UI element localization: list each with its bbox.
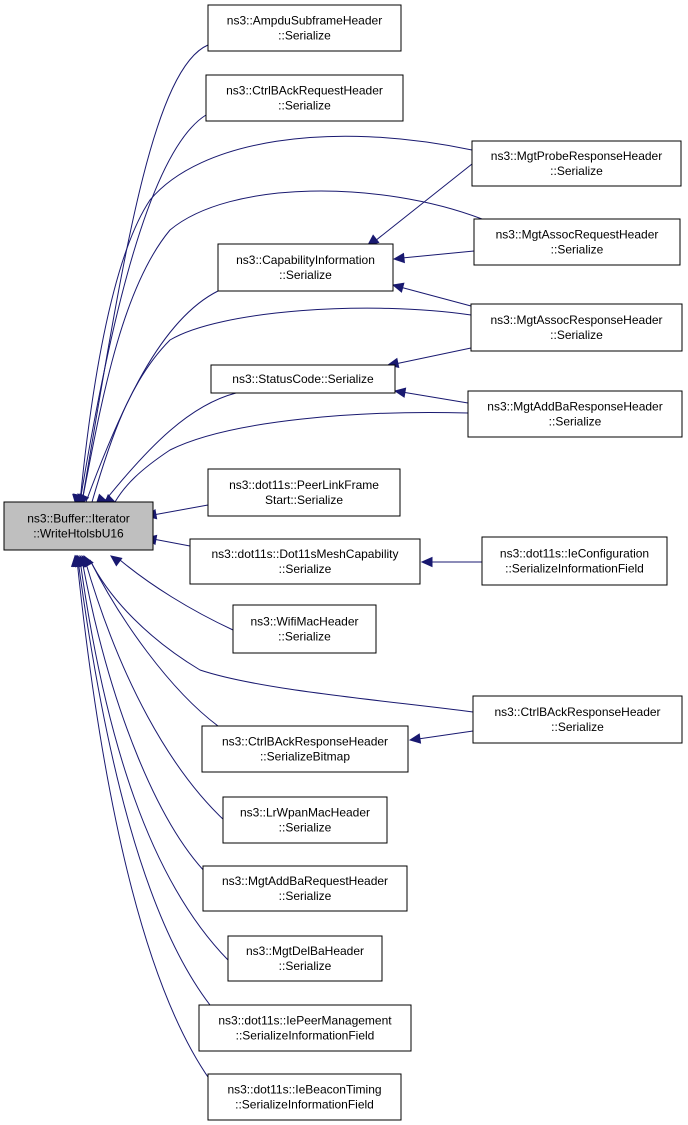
node-label: ns3::CapabilityInformation (236, 253, 375, 267)
node-ampdu[interactable]: ns3::AmpduSubframeHeader::Serialize (207, 4, 402, 52)
node-label: ::Serialize (279, 268, 332, 282)
arrowhead-icon (393, 387, 407, 398)
node-label: ::SerializeBitmap (260, 750, 350, 764)
node-label: ns3::MgtDelBaHeader (246, 944, 364, 958)
edge-assocresp-to-statuscode (386, 347, 472, 369)
node-ctrlbackresp[interactable]: ns3::CtrlBAckResponseHeader::Serialize (472, 695, 683, 744)
arrowhead-icon (391, 282, 405, 293)
node-label: ::Serialize (278, 99, 331, 113)
edge-addbareq-to-root (74, 554, 214, 881)
edge-assocreq-to-root (73, 190, 483, 507)
node-capinfo[interactable]: ns3::CapabilityInformation::Serialize (217, 243, 394, 292)
node-ieconfig[interactable]: ns3::dot11s::IeConfiguration::SerializeI… (481, 536, 668, 586)
node-addbareq[interactable]: ns3::MgtAddBaRequestHeader::Serialize (202, 865, 408, 912)
node-label: ::Serialize (278, 630, 331, 644)
node-label: ::Serialize (550, 328, 603, 342)
edge-assocresp-to-capinfo (391, 282, 472, 307)
edge-proberesp-to-capinfo (367, 163, 473, 246)
node-label: ::WriteHtolsbU16 (33, 527, 124, 541)
node-label: ns3::CtrlBAckResponseHeader (494, 705, 660, 719)
node-root[interactable]: ns3::Buffer::Iterator::WriteHtolsbU16 (3, 501, 154, 551)
edge-peermgmt-to-root (72, 554, 211, 1006)
node-label: ns3::dot11s::Dot11sMeshCapability (212, 547, 399, 561)
node-label: ::SerializeInformationField (235, 1098, 374, 1112)
node-label: Start::Serialize (265, 493, 343, 507)
node-label: ns3::dot11s::IePeerManagement (218, 1014, 392, 1028)
node-label: ns3::CtrlBAckResponseHeader (222, 735, 388, 749)
edge-ctrlbackresp-to-root (81, 554, 474, 713)
edge-lrwpan-to-root (78, 554, 227, 823)
edge-proberesp-to-root (72, 135, 473, 507)
node-label: ::Serialize (279, 889, 332, 903)
node-label: ::Serialize (278, 29, 331, 43)
arrowhead-icon (110, 555, 123, 567)
node-label: ns3::dot11s::IeConfiguration (500, 547, 649, 561)
node-statuscode[interactable]: ns3::StatusCode::Serialize (210, 364, 396, 394)
node-peerlink[interactable]: ns3::dot11s::PeerLinkFrameStart::Seriali… (207, 468, 401, 517)
node-wifimac[interactable]: ns3::WifiMacHeader::Serialize (232, 604, 377, 654)
arrowhead-icon (392, 252, 405, 264)
arrowhead-icon (81, 554, 93, 568)
node-label: ns3::dot11s::IeBeaconTiming (227, 1083, 381, 1097)
node-assocreq[interactable]: ns3::MgtAssocRequestHeader::Serialize (473, 218, 681, 266)
edge-addbaresp-to-statuscode (393, 387, 469, 404)
node-label: ::SerializeInformationField (236, 1029, 375, 1043)
node-lrwpan[interactable]: ns3::LrWpanMacHeader::Serialize (222, 796, 388, 844)
node-beacontiming[interactable]: ns3::dot11s::IeBeaconTiming::SerializeIn… (207, 1073, 402, 1121)
node-label: ::Serialize (551, 243, 604, 257)
node-addbaresp[interactable]: ns3::MgtAddBaResponseHeader::Serialize (467, 390, 683, 438)
nodes-layer: ns3::Buffer::Iterator::WriteHtolsbU16ns3… (3, 4, 683, 1121)
arrowhead-icon (420, 556, 433, 568)
edge-wifimac-to-root (110, 555, 234, 631)
arrowhead-icon (408, 733, 422, 744)
node-label: ::Serialize (279, 959, 332, 973)
node-proberesp[interactable]: ns3::MgtProbeResponseHeader::Serialize (471, 140, 682, 187)
node-label: ns3::MgtAssocResponseHeader (490, 313, 662, 327)
edge-ampdu-to-root (72, 44, 209, 507)
edge-assocreq-to-capinfo (392, 250, 475, 264)
node-label: ns3::CtrlBAckRequestHeader (226, 84, 383, 98)
node-label: ::Serialize (549, 415, 602, 429)
node-label: ns3::AmpduSubframeHeader (227, 14, 382, 28)
edge-peerlink-to-root (144, 504, 209, 520)
node-assocresp[interactable]: ns3::MgtAssocResponseHeader::Serialize (470, 303, 683, 352)
node-label: ns3::MgtAssocRequestHeader (496, 228, 659, 242)
node-label: ::SerializeInformationField (505, 562, 644, 576)
edge-ctrlbackresp-to-ctrlbackrespbitmap (408, 730, 474, 744)
node-ctrlbackrespbitmap[interactable]: ns3::CtrlBAckResponseHeader::SerializeBi… (201, 725, 409, 773)
arrowhead-icon (70, 554, 82, 568)
node-label: ::Serialize (279, 821, 332, 835)
node-label: ns3::MgtAddBaResponseHeader (487, 400, 662, 414)
edge-ieconfig-to-meshcap (420, 556, 482, 568)
node-label: ns3::dot11s::PeerLinkFrame (229, 478, 379, 492)
node-label: ns3::LrWpanMacHeader (240, 806, 370, 820)
node-meshcap[interactable]: ns3::dot11s::Dot11sMeshCapability::Seria… (189, 538, 421, 585)
node-label: ns3::Buffer::Iterator (27, 512, 130, 526)
node-label: ::Serialize (550, 164, 603, 178)
node-label: ns3::MgtAddBaRequestHeader (222, 874, 388, 888)
node-label: ::Serialize (279, 562, 332, 576)
edge-beacontiming-to-root (70, 554, 211, 1081)
node-delba[interactable]: ns3::MgtDelBaHeader::Serialize (227, 935, 383, 982)
node-label: ::Serialize (551, 720, 604, 734)
node-label: ns3::StatusCode::Serialize (232, 372, 374, 386)
node-label: ns3::MgtProbeResponseHeader (491, 149, 662, 163)
node-peermgmt[interactable]: ns3::dot11s::IePeerManagement::Serialize… (198, 1004, 412, 1052)
node-ctrlbackreq[interactable]: ns3::CtrlBAckRequestHeader::Serialize (205, 74, 404, 122)
node-label: ns3::WifiMacHeader (250, 615, 358, 629)
